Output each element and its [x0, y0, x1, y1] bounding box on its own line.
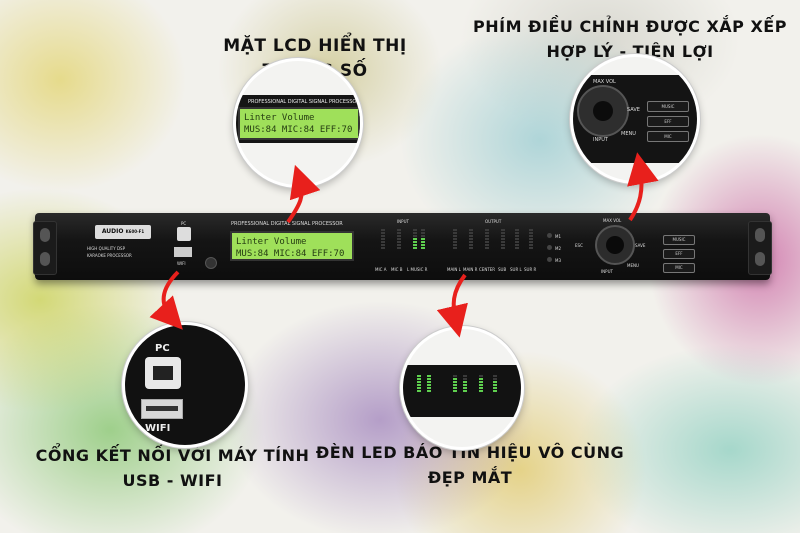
led-caption-line1: ĐÈN LED BÁO TÍN HIỆU VÔ CÙNG	[315, 443, 625, 462]
input-channel-mic-b: MIC B	[391, 267, 403, 272]
lcd-zoom-line1: Linter Volume	[244, 113, 315, 123]
usb-b-port-small[interactable]	[177, 227, 191, 241]
meter-mic-b	[397, 229, 401, 250]
lcd-zoom-screen: Linter Volume MUS:84 MIC:84 EFF:70	[238, 107, 360, 140]
buttons-zoom-knob	[577, 85, 629, 137]
buttons-caption-line2: HỢP LÝ - TIỆN LỢI	[546, 42, 714, 61]
buttons-zoom-mic-key: MIC	[647, 131, 689, 142]
lcd-zoom-line2: MUS:84 MIC:84 EFF:70	[244, 125, 353, 135]
knob-label-save: SAVE	[635, 243, 646, 248]
music-key[interactable]: MUSIC	[663, 235, 695, 245]
tagline-1: HIGH QUALITY DSP	[87, 246, 125, 251]
knob-label-input: INPUT	[601, 269, 613, 274]
knob-label-menu: MENU	[627, 263, 639, 268]
input-section-label: INPUT	[397, 219, 409, 224]
lcd-zoom-title: PROFESSIONAL DIGITAL SIGNAL PROCESSOR	[248, 99, 360, 105]
meter-sur-l	[515, 229, 519, 250]
led-zoom-circle	[400, 326, 524, 450]
side-led-m3-label: M3	[555, 258, 561, 263]
led-zoom-meter-3	[453, 375, 457, 393]
usb-caption: CỔNG KẾT NỐI VỚI MÁY TÍNH USB - WIFI	[30, 443, 315, 493]
lcd-screen: Linter Volume MUS:84 MIC:84 EFF:70	[230, 231, 354, 261]
meter-mic-a	[381, 229, 385, 250]
usb-zoom-circle: PC WIFI	[122, 322, 248, 448]
led-zoom-meter-5	[479, 375, 483, 393]
output-channel-sub: SUB	[498, 267, 507, 272]
led-zoom-meter-2	[427, 375, 431, 393]
meter-main-r	[469, 229, 473, 250]
led-zoom-meter-4	[463, 375, 467, 393]
volume-knob[interactable]	[595, 225, 635, 265]
input-channel-music: L MUSIC R	[407, 267, 428, 272]
volume-knob-center	[606, 236, 624, 254]
usb-zoom-pc-label: PC	[155, 343, 170, 354]
side-led-m1-label: M1	[555, 234, 561, 239]
buttons-zoom-eff-key: EFF	[647, 116, 689, 127]
led-caption: ĐÈN LED BÁO TÍN HIỆU VÔ CÙNG ĐẸP MẮT	[315, 440, 625, 490]
brand-logo: AUDIO K600-F1	[95, 225, 151, 239]
eff-key[interactable]: EFF	[663, 249, 695, 259]
output-section-label: OUTPUT	[485, 219, 502, 224]
buttons-caption-line1: PHÍM ĐIỀU CHỈNH ĐƯỢC XẮP XẾP	[473, 17, 787, 36]
buttons-zoom-knob-center	[593, 101, 613, 121]
led-zoom-meter-1	[417, 375, 421, 393]
lcd-line-2: MUS:84 MIC:84 EFF:70	[236, 249, 345, 259]
led-zoom-panel	[403, 365, 521, 417]
knob-label-maxvol: MAX VOL	[603, 218, 622, 223]
lcd-line-1: Linter Volume	[236, 237, 307, 247]
brand-name: AUDIO	[101, 228, 124, 235]
meter-center	[485, 229, 489, 250]
usb-caption-line2: USB - WIFI	[122, 471, 223, 490]
buttons-caption: PHÍM ĐIỀU CHỈNH ĐƯỢC XẮP XẾP HỢP LÝ - TI…	[470, 14, 790, 64]
buttons-zoom-save: SAVE	[627, 107, 640, 113]
buttons-zoom-music-key: MUSIC	[647, 101, 689, 112]
output-channel-main-l: MAIN L	[447, 267, 461, 272]
buttons-zoom-circle: MAX VOL SAVE INPUT MENU MUSIC EFF MIC	[570, 54, 700, 184]
tagline-2: KARAOKE PROCESSOR	[87, 253, 132, 258]
meter-music-l	[413, 229, 417, 250]
dsp-processor-unit: AUDIO K600-F1 HIGH QUALITY DSP KARAOKE P…	[33, 213, 772, 280]
ir-receiver	[205, 257, 217, 269]
side-led-m3	[547, 257, 552, 262]
pc-label: PC	[181, 221, 187, 226]
led-caption-line2: ĐẸP MẮT	[427, 468, 513, 487]
mic-key[interactable]: MIC	[663, 263, 695, 273]
rack-ear-left	[33, 221, 57, 275]
wifi-label: WIFI	[177, 261, 186, 266]
led-zoom-meter-6	[493, 375, 497, 393]
usb-b-port	[145, 357, 181, 389]
buttons-zoom-maxvol: MAX VOL	[593, 79, 616, 85]
meter-sub	[501, 229, 505, 250]
usb-caption-line1: CỔNG KẾT NỐI VỚI MÁY TÍNH	[35, 446, 310, 465]
output-channel-main-r: MAIN R	[463, 267, 478, 272]
output-channel-center: CENTER	[479, 267, 496, 272]
output-channel-sur-r: SUR R	[524, 267, 537, 272]
meter-sur-r	[529, 229, 533, 250]
meter-main-l	[453, 229, 457, 250]
lcd-zoom-circle: PROFESSIONAL DIGITAL SIGNAL PROCESSOR Li…	[233, 58, 363, 188]
model-name: K600-F1	[125, 229, 145, 234]
side-led-m2	[547, 245, 552, 250]
buttons-zoom-input: INPUT	[593, 137, 608, 143]
usb-a-port	[141, 399, 183, 419]
input-channel-mic-a: MIC A	[375, 267, 387, 272]
usb-zoom-wifi-label: WIFI	[145, 423, 171, 434]
side-led-m2-label: M2	[555, 246, 561, 251]
panel-title: PROFESSIONAL DIGITAL SIGNAL PROCESSOR	[231, 221, 343, 227]
usb-a-port-small[interactable]	[174, 247, 192, 257]
meter-music-r	[421, 229, 425, 250]
rack-ear-right	[748, 221, 772, 275]
side-led-m1	[547, 233, 552, 238]
output-channel-sur-l: SUR L	[510, 267, 522, 272]
knob-label-esc: ESC	[575, 243, 583, 248]
buttons-zoom-menu: MENU	[621, 131, 636, 137]
